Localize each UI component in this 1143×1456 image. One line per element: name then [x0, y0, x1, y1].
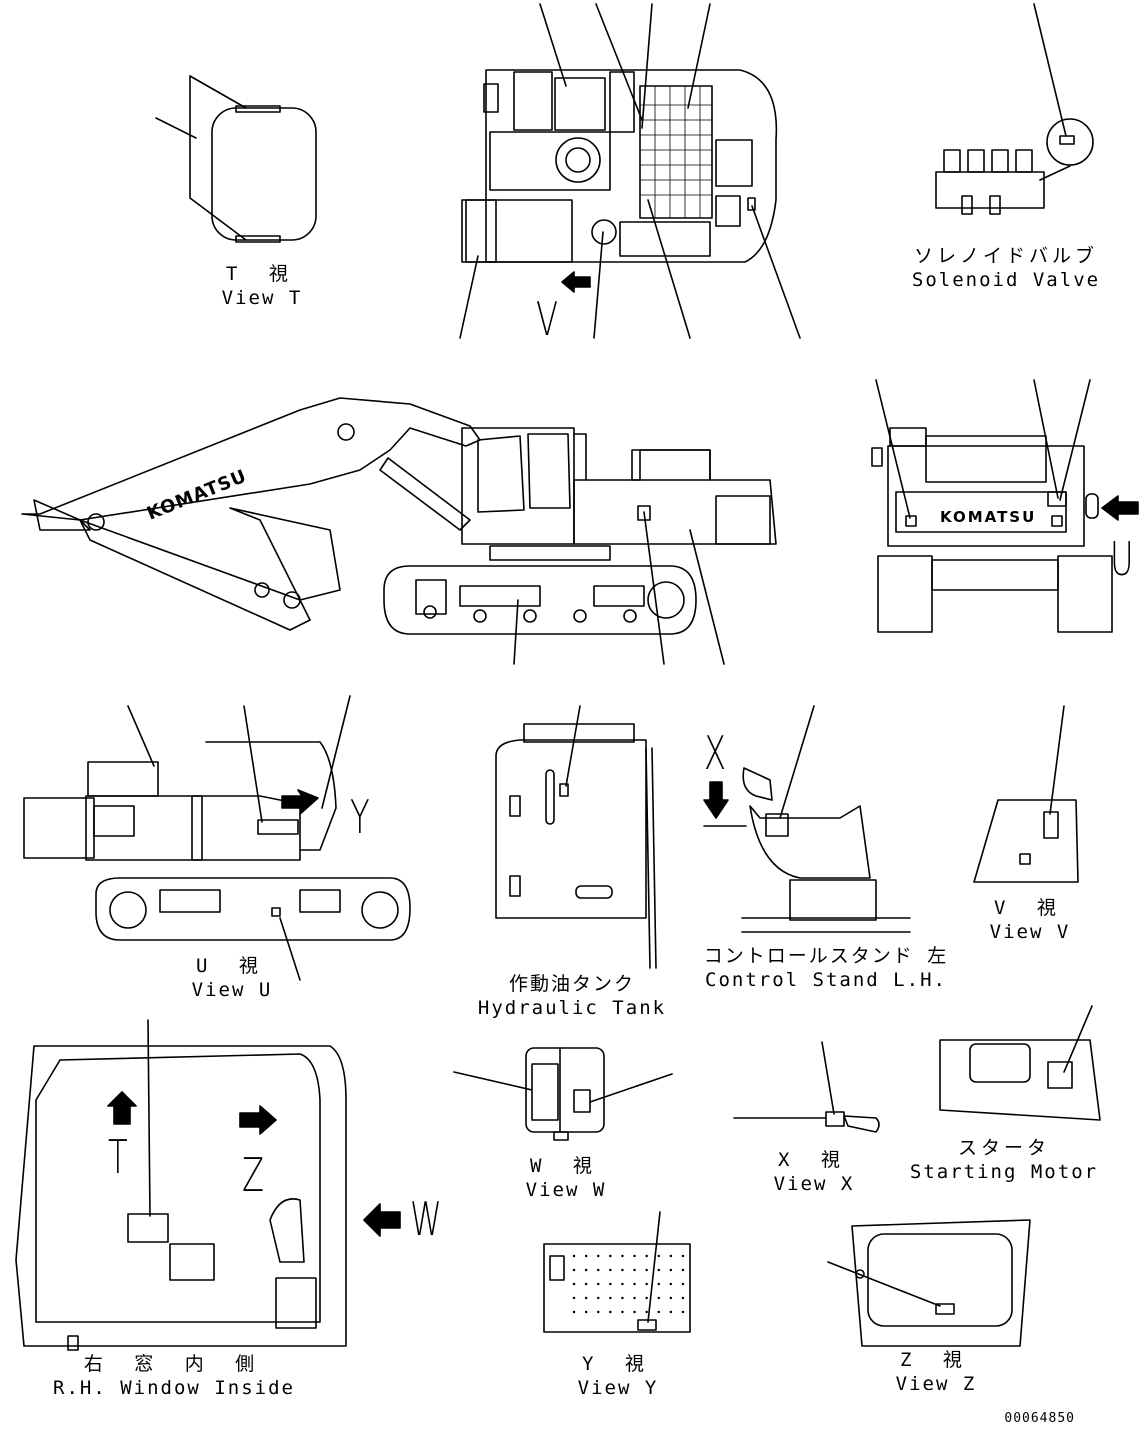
view-w-switchbox — [453, 1047, 673, 1141]
label-starting-motor: スタータ Starting Motor — [910, 1136, 1098, 1184]
label-control-en: Control Stand L.H. — [705, 969, 947, 991]
excavator-rear-view — [871, 379, 1113, 633]
label-view-x: X 視 View X — [774, 1148, 855, 1196]
excavator-side-view — [21, 397, 777, 665]
label-view-y-en: View Y — [577, 1377, 659, 1399]
label-rh-window-jp: 右 窓 内 側 — [83, 1353, 265, 1375]
callout-v: V — [536, 292, 559, 346]
callout-t: T — [108, 1130, 128, 1184]
label-solenoid-valve: ソレノイドバルブ Solenoid Valve — [912, 244, 1100, 292]
label-view-u: U 視 View U — [192, 954, 273, 1002]
label-view-y-jp: Y 視 — [582, 1353, 654, 1375]
label-view-v-en: View V — [989, 921, 1071, 943]
arrow-u-icon — [1101, 495, 1139, 521]
label-tank-en: Hydraulic Tank — [477, 997, 667, 1019]
label-rh-window: 右 窓 内 側 R.H. Window Inside — [53, 1352, 295, 1400]
label-view-v-jp: V 視 — [994, 897, 1066, 919]
view-u-side — [23, 695, 411, 981]
label-rh-window-en: R.H. Window Inside — [53, 1377, 295, 1399]
label-view-t-jp: T 視 — [226, 263, 298, 285]
label-solenoid-en: Solenoid Valve — [911, 269, 1101, 291]
label-view-u-en: View U — [191, 979, 273, 1001]
hydraulic-tank — [495, 705, 657, 969]
label-view-u-jp: U 視 — [196, 955, 268, 977]
view-x-lever — [733, 1041, 880, 1133]
top-plan-view — [461, 69, 778, 263]
control-stand-lh — [703, 705, 911, 933]
drawing-number: 00064850 — [1004, 1411, 1075, 1426]
label-view-t-en: View T — [221, 287, 303, 309]
arrow-x-icon — [703, 781, 729, 819]
view-y-panel — [543, 1211, 691, 1333]
brand-logo-rear: KOMATSU — [940, 508, 1036, 526]
callout-u: U — [1110, 532, 1134, 586]
solenoid-valve — [935, 3, 1094, 215]
view-v-panel — [973, 705, 1079, 883]
label-control-jp: コントロールスタンド 左 — [703, 945, 949, 967]
rear-lamp — [1085, 493, 1099, 519]
arrow-v-icon — [561, 271, 591, 293]
label-view-x-jp: X 視 — [778, 1149, 850, 1171]
label-view-w-en: View W — [525, 1179, 607, 1201]
label-hydraulic-tank: 作動油タンク Hydraulic Tank — [478, 972, 666, 1020]
label-view-z: Z 視 View Z — [896, 1348, 977, 1396]
view-t-plate — [155, 75, 317, 243]
callout-x: X — [704, 726, 727, 780]
view-z-window — [827, 1219, 1031, 1347]
arrow-z-icon — [239, 1105, 277, 1135]
top-view-leaders — [459, 3, 801, 339]
label-solenoid-jp: ソレノイドバルブ — [913, 245, 1098, 267]
callout-w: W — [410, 1192, 442, 1246]
label-view-z-jp: Z 視 — [900, 1349, 972, 1371]
label-view-x-en: View X — [773, 1173, 855, 1195]
callout-z: Z — [242, 1148, 265, 1202]
callout-y: Y — [350, 790, 370, 844]
label-view-y: Y 視 View Y — [578, 1352, 659, 1400]
label-tank-jp: 作動油タンク — [508, 973, 635, 995]
rh-window-inside — [15, 1019, 347, 1351]
label-view-z-en: View Z — [895, 1373, 977, 1395]
label-control-stand: コントロールスタンド 左 Control Stand L.H. — [704, 944, 948, 992]
label-view-w: W 視 View W — [526, 1154, 607, 1202]
label-view-w-jp: W 視 — [530, 1155, 602, 1177]
arrow-w-icon — [363, 1203, 401, 1237]
starting-motor — [939, 1005, 1101, 1121]
label-view-t: T 視 View T — [222, 262, 303, 310]
label-starter-jp: スタータ — [957, 1137, 1050, 1159]
label-starter-en: Starting Motor — [909, 1161, 1099, 1183]
label-view-v: V 視 View V — [990, 896, 1071, 944]
arrow-y-icon — [281, 789, 319, 815]
arrow-t-icon — [107, 1091, 137, 1125]
